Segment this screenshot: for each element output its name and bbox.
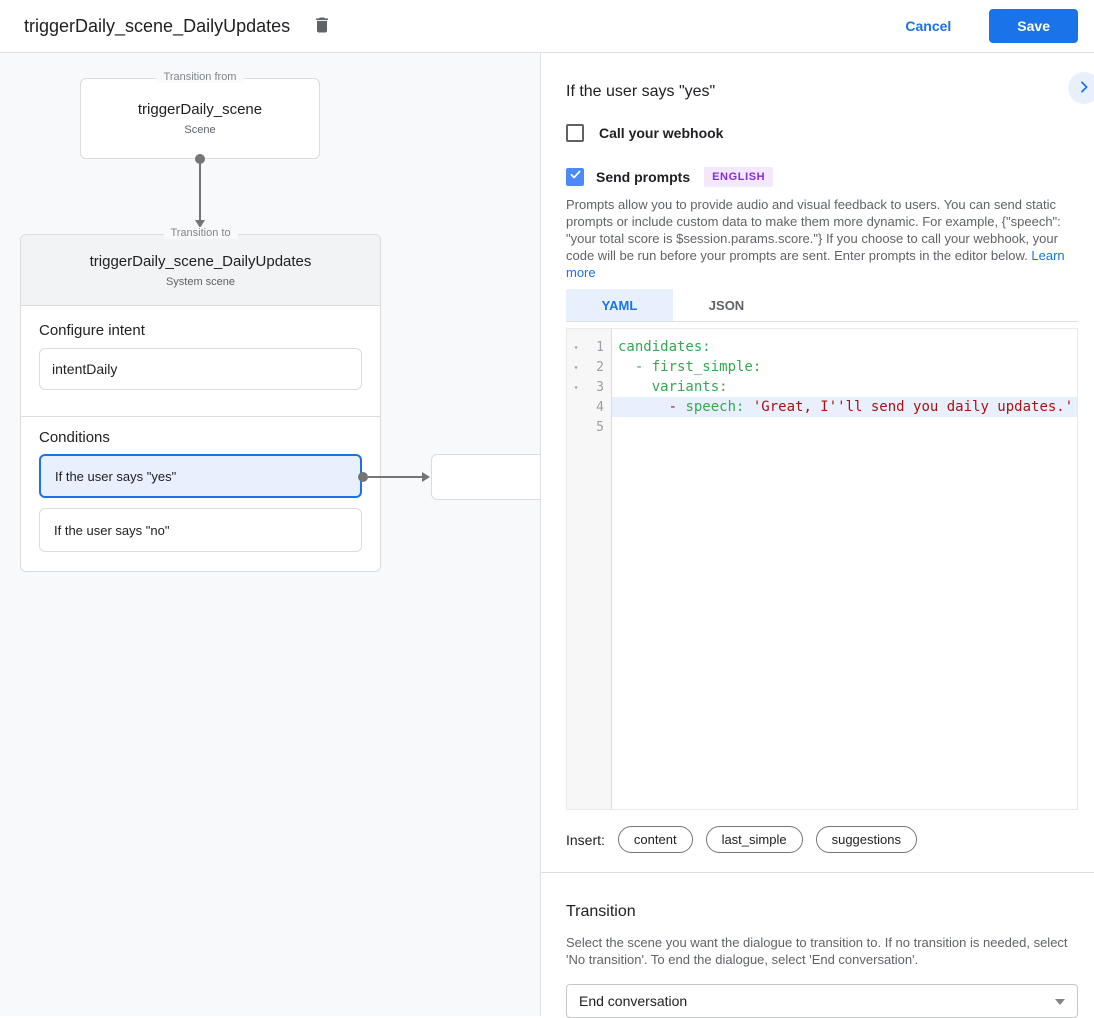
code-token	[618, 359, 635, 375]
transition-select-value: End conversation	[579, 993, 688, 1009]
checkmark-icon	[569, 168, 582, 186]
delete-scene-button[interactable]	[308, 12, 336, 40]
code-token: variants:	[651, 379, 728, 395]
tab-json[interactable]: JSON	[708, 297, 745, 313]
gutter-row: ▾3	[567, 377, 611, 397]
webhook-label: Call your webhook	[599, 125, 724, 141]
prompts-checkbox[interactable]	[566, 168, 584, 186]
line-number: 3	[596, 379, 604, 395]
connector-dot-condition	[358, 472, 368, 482]
connector-line-horizontal	[368, 476, 422, 478]
prompts-checkbox-row: Send prompts ENGLISH	[566, 167, 1078, 187]
code-token	[618, 379, 652, 395]
to-scene-type: System scene	[165, 275, 236, 288]
learn-more-link[interactable]: Learn more	[566, 248, 1065, 280]
condition-yes-label: If the user says "yes"	[55, 468, 177, 484]
transition-select[interactable]: End conversation	[566, 984, 1078, 1018]
scene-flow-canvas: Transition from triggerDaily_scene Scene…	[0, 53, 541, 1016]
code-token: -	[668, 399, 686, 415]
code-line[interactable]	[612, 417, 1077, 437]
transition-to-node: Transition to triggerDaily_scene_DailyUp…	[20, 227, 381, 572]
from-scene-name: triggerDaily_scene	[137, 101, 263, 118]
code-line[interactable]: candidates:	[612, 337, 1077, 357]
insert-chip-content[interactable]: content	[617, 826, 693, 853]
code-line[interactable]: - speech: 'Great, I''ll send you daily u…	[612, 397, 1077, 417]
code-token: - first_simple:	[634, 359, 762, 375]
condition-target-node[interactable]	[431, 454, 540, 500]
prompts-label: Send prompts	[596, 169, 691, 185]
insert-chip-last-simple[interactable]: last_simple	[705, 826, 803, 853]
line-number: 2	[596, 359, 604, 375]
code-line[interactable]: variants:	[612, 377, 1077, 397]
language-badge: ENGLISH	[704, 167, 774, 187]
fold-arrow-icon[interactable]: ▾	[573, 362, 579, 372]
intent-input[interactable]	[39, 348, 362, 390]
transition-section-title: Transition	[566, 903, 636, 920]
collapse-panel-button[interactable]	[1068, 72, 1094, 104]
page-title: triggerDaily_scene_DailyUpdates	[24, 15, 291, 36]
cancel-button[interactable]: Cancel	[889, 10, 967, 42]
configure-intent-label: Configure intent	[39, 322, 145, 339]
header-actions: Cancel Save	[889, 9, 1078, 43]
gutter-row: ▾2	[567, 357, 611, 377]
insert-chip-suggestions[interactable]: suggestions	[815, 826, 917, 853]
condition-card-yes[interactable]: If the user says "yes"	[39, 454, 362, 498]
section-divider	[21, 416, 380, 417]
line-number: 5	[596, 419, 604, 435]
transition-to-legend: Transition to	[163, 227, 238, 239]
condition-no-label: If the user says "no"	[54, 522, 170, 538]
save-button[interactable]: Save	[989, 9, 1078, 43]
gutter-row: ▾1	[567, 337, 611, 357]
to-scene-body: Configure intent Conditions If the user …	[21, 306, 380, 552]
line-number: 1	[596, 339, 604, 355]
panel-divider	[541, 872, 1094, 873]
app-header: triggerDaily_scene_DailyUpdates Cancel S…	[0, 0, 1094, 53]
to-scene-name: triggerDaily_scene_DailyUpdates	[89, 252, 312, 270]
to-scene-header[interactable]: triggerDaily_scene_DailyUpdates System s…	[21, 235, 380, 306]
arrowhead-right-icon	[422, 472, 430, 482]
dropdown-caret-icon	[1055, 999, 1065, 1005]
from-scene-type: Scene	[184, 124, 216, 136]
code-line[interactable]: - first_simple:	[612, 357, 1077, 377]
transition-from-legend: Transition from	[156, 71, 244, 83]
code-token: speech:	[685, 399, 753, 415]
insert-label: Insert:	[566, 831, 605, 848]
insert-row: Insert: content last_simple suggestions	[566, 826, 1078, 853]
webhook-checkbox[interactable]	[566, 124, 584, 142]
chevron-right-icon	[1076, 79, 1092, 98]
panel-title: If the user says "yes"	[566, 83, 716, 100]
arrowhead-down-icon	[195, 220, 205, 228]
prompts-description-text: Prompts allow you to provide audio and v…	[566, 197, 1061, 263]
editor-code-area[interactable]: candidates: - first_simple: variants: - …	[612, 329, 1077, 809]
code-token: 'Great, I''ll send you daily updates.'	[752, 399, 1074, 415]
connector-line-vertical	[199, 159, 201, 221]
gutter-row: 4	[567, 397, 611, 417]
transition-description: Select the scene you want the dialogue t…	[566, 935, 1068, 967]
editor-tabs: YAML JSON	[566, 289, 1078, 322]
code-token	[618, 399, 669, 415]
fold-arrow-icon[interactable]: ▾	[573, 382, 579, 392]
fold-arrow-icon[interactable]: ▾	[573, 342, 579, 352]
tab-yaml[interactable]: YAML	[566, 289, 673, 321]
code-token: candidates:	[618, 339, 711, 355]
transition-from-node[interactable]: Transition from triggerDaily_scene Scene	[80, 71, 320, 159]
condition-editor-panel: If the user says "yes" Call your webhook…	[541, 53, 1094, 1018]
trash-icon	[312, 15, 332, 38]
gutter-row: 5	[567, 417, 611, 437]
conditions-label: Conditions	[39, 429, 110, 446]
webhook-checkbox-row: Call your webhook	[566, 124, 1078, 142]
line-number: 4	[596, 399, 604, 415]
condition-card-no[interactable]: If the user says "no"	[39, 508, 362, 552]
prompts-description: Prompts allow you to provide audio and v…	[566, 196, 1078, 281]
